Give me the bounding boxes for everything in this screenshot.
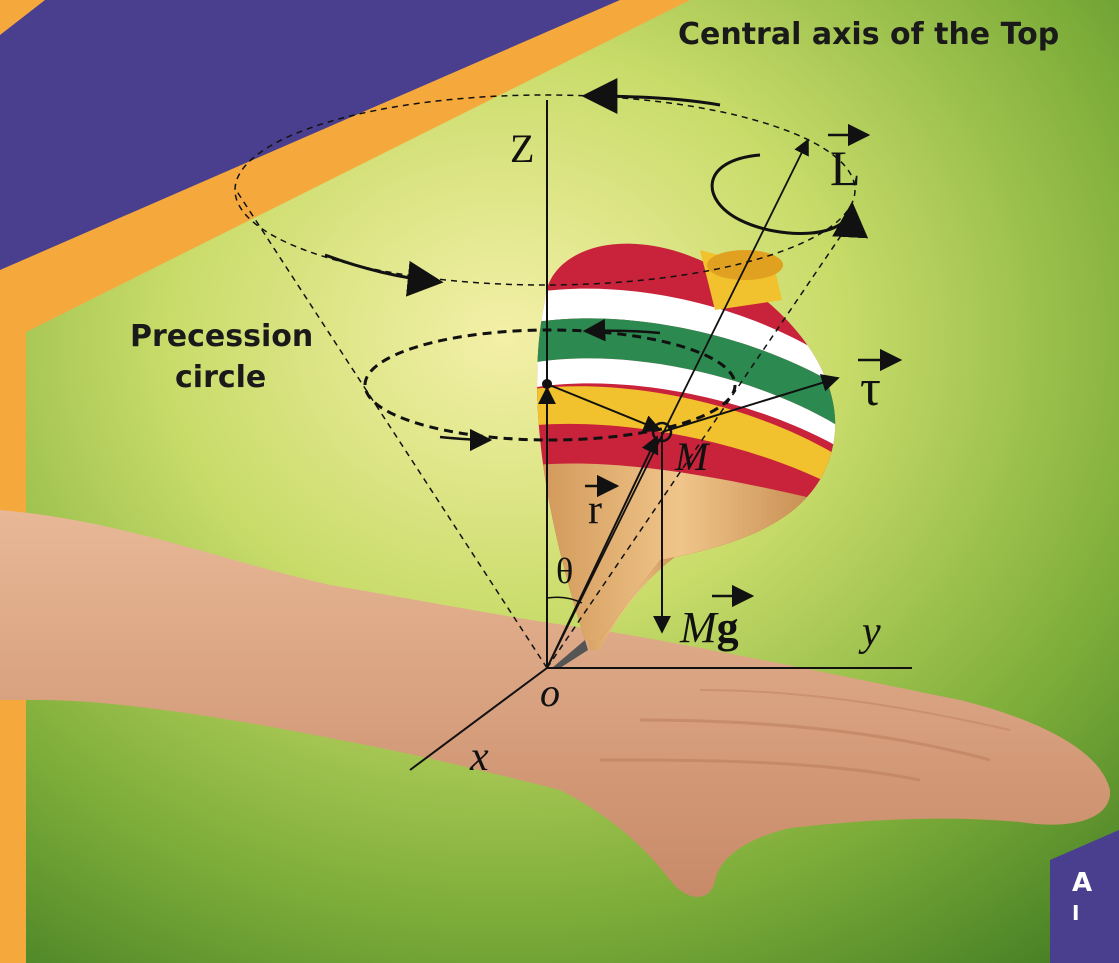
z-axis-label: Z	[510, 126, 534, 171]
y-axis-label: y	[858, 609, 881, 655]
spin-arrow	[710, 153, 869, 239]
central-axis-label: Central axis of the Top	[678, 17, 1059, 52]
tau-label: τ	[860, 360, 881, 417]
corner-text-line1: A	[1072, 868, 1093, 898]
r-label: r	[588, 487, 602, 533]
precession-label-line2: circle	[175, 360, 266, 395]
outer-precession-ellipse	[234, 94, 856, 286]
mass-point-marker	[651, 421, 673, 443]
outer-ellipse-arrow-bottom	[324, 253, 444, 297]
precession-label-line1: Precession	[130, 319, 313, 354]
L-label: L	[830, 140, 861, 196]
cone-left-edge	[235, 189, 548, 669]
corner-purple-block	[1050, 830, 1119, 963]
precession-arrow-bottom	[439, 428, 493, 452]
torque-vector	[661, 374, 840, 433]
weight-label-M: M	[679, 603, 719, 652]
precession-circle	[363, 328, 737, 442]
theta-label: θ	[556, 551, 573, 591]
theta-arc	[546, 596, 583, 604]
corner-text: A I	[1072, 868, 1092, 928]
hand	[0, 510, 1111, 897]
x-axis-label: x	[469, 734, 489, 780]
outer-ellipse-arrow-top	[581, 78, 721, 115]
precession-arrow-top	[582, 318, 661, 342]
r-vector	[546, 435, 659, 669]
cone-right-edge	[546, 214, 856, 669]
radius-line	[546, 383, 662, 433]
x-axis-line	[409, 667, 548, 771]
orange-stripe	[0, 0, 690, 345]
precession-center-dot	[542, 379, 552, 389]
M-label: M	[674, 434, 711, 479]
origin-label: o	[540, 670, 560, 715]
weight-label: Mg	[679, 603, 739, 652]
weight-label-g: g	[717, 603, 739, 652]
corner-text-line2: I	[1072, 901, 1080, 925]
orange-notch	[0, 0, 45, 35]
